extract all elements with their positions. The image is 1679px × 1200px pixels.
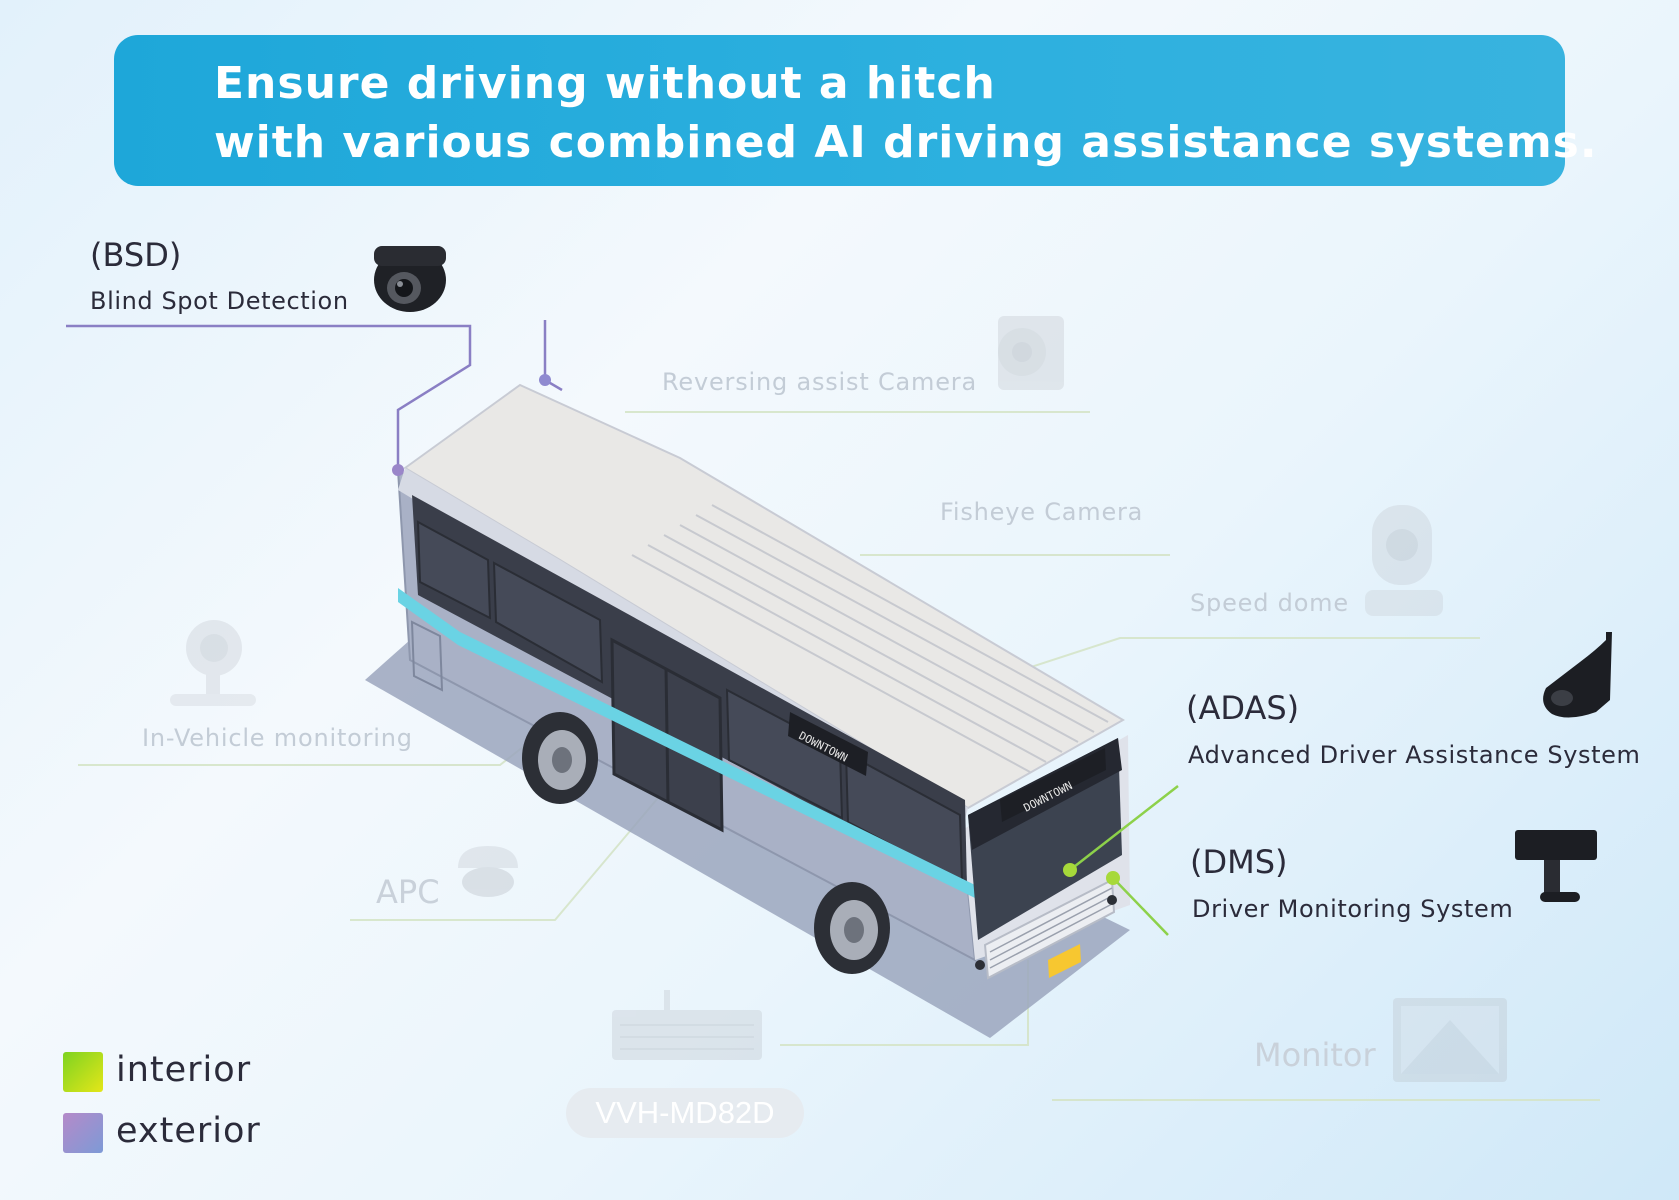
bsd-name: Blind Spot Detection	[90, 287, 349, 315]
legend-interior-label: interior	[116, 1050, 252, 1090]
apc-label: APC	[376, 873, 440, 911]
reversing-camera-label: Reversing assist Camera	[662, 368, 977, 396]
fisheye-camera-label: Fisheye Camera	[940, 498, 1144, 526]
adas-mount-point	[1063, 863, 1077, 877]
headline-banner	[114, 35, 1565, 186]
reversing-camera-icon	[998, 316, 1064, 390]
bsd-mount-point-rear	[392, 464, 404, 476]
in-vehicle-monitoring-label: In-Vehicle monitoring	[142, 724, 413, 752]
recorder-model-pill: VVH-MD82D	[566, 1088, 804, 1138]
speed-dome-icon	[1365, 505, 1443, 616]
adas-connector	[1069, 784, 1657, 871]
headline-line-1: Ensure driving without a hitch	[214, 58, 996, 109]
dms-mount-point	[1106, 871, 1120, 885]
dms-connector	[1112, 877, 1624, 937]
legend-exterior-swatch	[63, 1113, 103, 1153]
recorder-icon	[612, 990, 762, 1060]
dms-name: Driver Monitoring System	[1192, 895, 1514, 923]
adas-camera-icon	[1543, 632, 1612, 718]
legend-exterior-label: exterior	[116, 1111, 261, 1151]
bsd-mount-point-roof	[539, 374, 551, 386]
bus-wheel-rear	[522, 712, 598, 804]
bus-wheel-front	[814, 882, 890, 974]
headline-line-2: with various combined AI driving assista…	[214, 117, 1598, 168]
adas-name: Advanced Driver Assistance System	[1188, 741, 1641, 769]
apc-sensor-icon	[458, 846, 518, 897]
bus-license-plate	[1048, 944, 1081, 978]
adas-code: (ADAS)	[1186, 689, 1300, 727]
dms-camera-icon	[1515, 830, 1597, 902]
legend-interior-swatch	[63, 1052, 103, 1092]
monitor-icon	[1393, 998, 1507, 1082]
dms-code: (DMS)	[1190, 843, 1288, 881]
dome-camera-icon	[374, 246, 446, 312]
monitor-label: Monitor	[1254, 1036, 1376, 1074]
bsd-code: (BSD)	[90, 236, 182, 274]
speed-dome-label: Speed dome	[1190, 589, 1349, 617]
bus-roof	[405, 385, 1123, 808]
bus-stripe	[398, 588, 975, 898]
in-vehicle-camera-icon	[170, 620, 256, 706]
